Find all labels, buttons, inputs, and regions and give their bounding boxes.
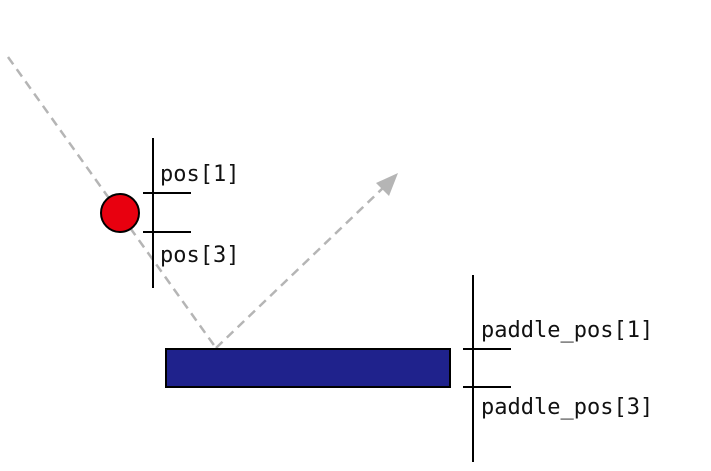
paddle-bottom-label: paddle_pos[3] bbox=[481, 395, 653, 420]
paddle bbox=[165, 348, 451, 388]
paddle-top-label: paddle_pos[1] bbox=[481, 318, 653, 343]
outgoing-trajectory bbox=[215, 186, 385, 349]
ball-bottom-label: pos[3] bbox=[160, 243, 239, 268]
trajectory-arrowhead-icon bbox=[376, 173, 398, 196]
ball-top-label: pos[1] bbox=[160, 162, 239, 187]
ball bbox=[100, 193, 140, 233]
